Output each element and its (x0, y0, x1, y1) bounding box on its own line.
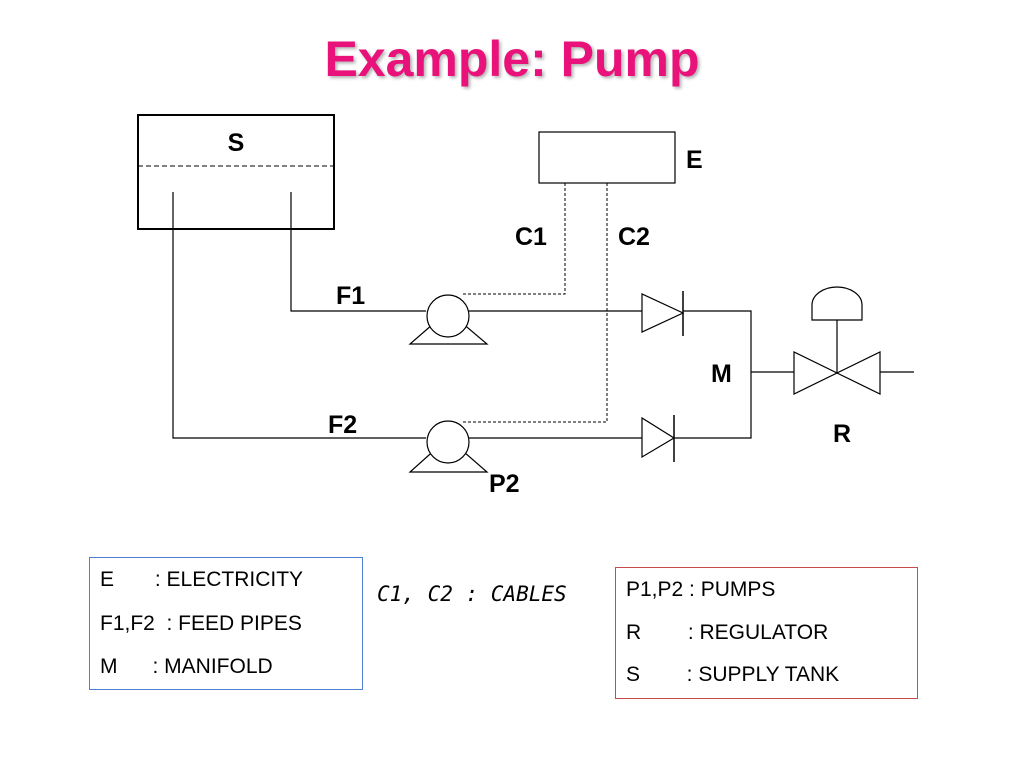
pump-p2-label: P2 (489, 470, 520, 498)
feed-pipe-f1-label: F1 (336, 282, 365, 310)
legend-left-feed-pipes: F1,F2 : FEED PIPES (100, 612, 302, 635)
slide-title: Example: Pump (324, 31, 700, 87)
legend-left-manifold: M : MANIFOLD (100, 655, 273, 678)
cables-note: C1, C2 : CABLES (377, 582, 567, 606)
feed-pipe-f1 (290, 192, 426, 312)
pump-p2-icon (408, 420, 489, 473)
cable-c2 (462, 183, 608, 423)
supply-tank-label: S (228, 129, 245, 157)
cable-c1-label: C1 (515, 223, 547, 251)
cable-c2-label: C2 (618, 223, 650, 251)
check-valve-top-icon (641, 291, 685, 336)
manifold-label: M (711, 360, 732, 388)
legend-right-box: P1,P2 : PUMPS R : REGULATOR S : SUPPLY T… (615, 567, 918, 699)
regulator-valve-icon (793, 286, 881, 395)
supply-tank-box (137, 114, 335, 230)
check-valve-bottom-icon (641, 415, 676, 462)
legend-right-supply-tank: S : SUPPLY TANK (626, 663, 840, 686)
regulator-label: R (833, 420, 851, 448)
legend-left-electricity: E : ELECTRICITY (100, 568, 304, 591)
pump-p1-icon (408, 294, 489, 345)
manifold-pipe (674, 310, 752, 439)
legend-left-box: E : ELECTRICITY F1,F2 : FEED PIPES M : M… (89, 557, 363, 690)
feed-pipe-f2 (172, 192, 426, 439)
electricity-label: E (686, 146, 703, 174)
cable-c1 (462, 183, 566, 295)
electricity-box (538, 131, 676, 184)
legend-right-regulator: R : REGULATOR (626, 621, 829, 644)
legend-right-pumps: P1,P2 : PUMPS (626, 578, 776, 601)
feed-pipe-f2-label: F2 (328, 411, 357, 439)
